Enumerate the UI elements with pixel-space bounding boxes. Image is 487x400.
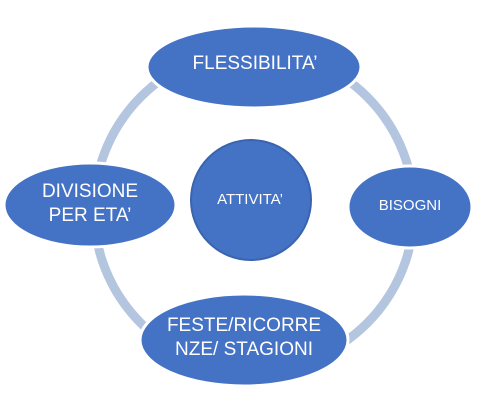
right-node-label: BISOGNI (350, 186, 470, 226)
right-node (346, 164, 474, 250)
center-node-label: ATTIVITA’ (190, 170, 310, 230)
bottom-node (138, 292, 350, 388)
bottom-label-line2: NZE/ STAGIONI (175, 339, 313, 360)
left-label-line1: DIVISIONE (41, 181, 139, 203)
top-label-text: FLESSIBILITA’ (192, 53, 318, 75)
bottom-label-line1: FESTE/RICORRE (166, 315, 322, 337)
center-label-text: ATTIVITA’ (217, 190, 283, 208)
left-node-label: DIVISIONE PER ETA’ (4, 170, 176, 238)
right-label-text: BISOGNI (378, 196, 442, 214)
center-node (190, 139, 312, 261)
bottom-node-label: FESTE/RICORRE NZE/ STAGIONI (140, 300, 348, 376)
top-node (145, 24, 363, 110)
left-node (2, 161, 178, 249)
top-node-label: FLESSIBILITA’ (150, 42, 360, 86)
left-label-line2: PER ETA’ (48, 205, 132, 226)
